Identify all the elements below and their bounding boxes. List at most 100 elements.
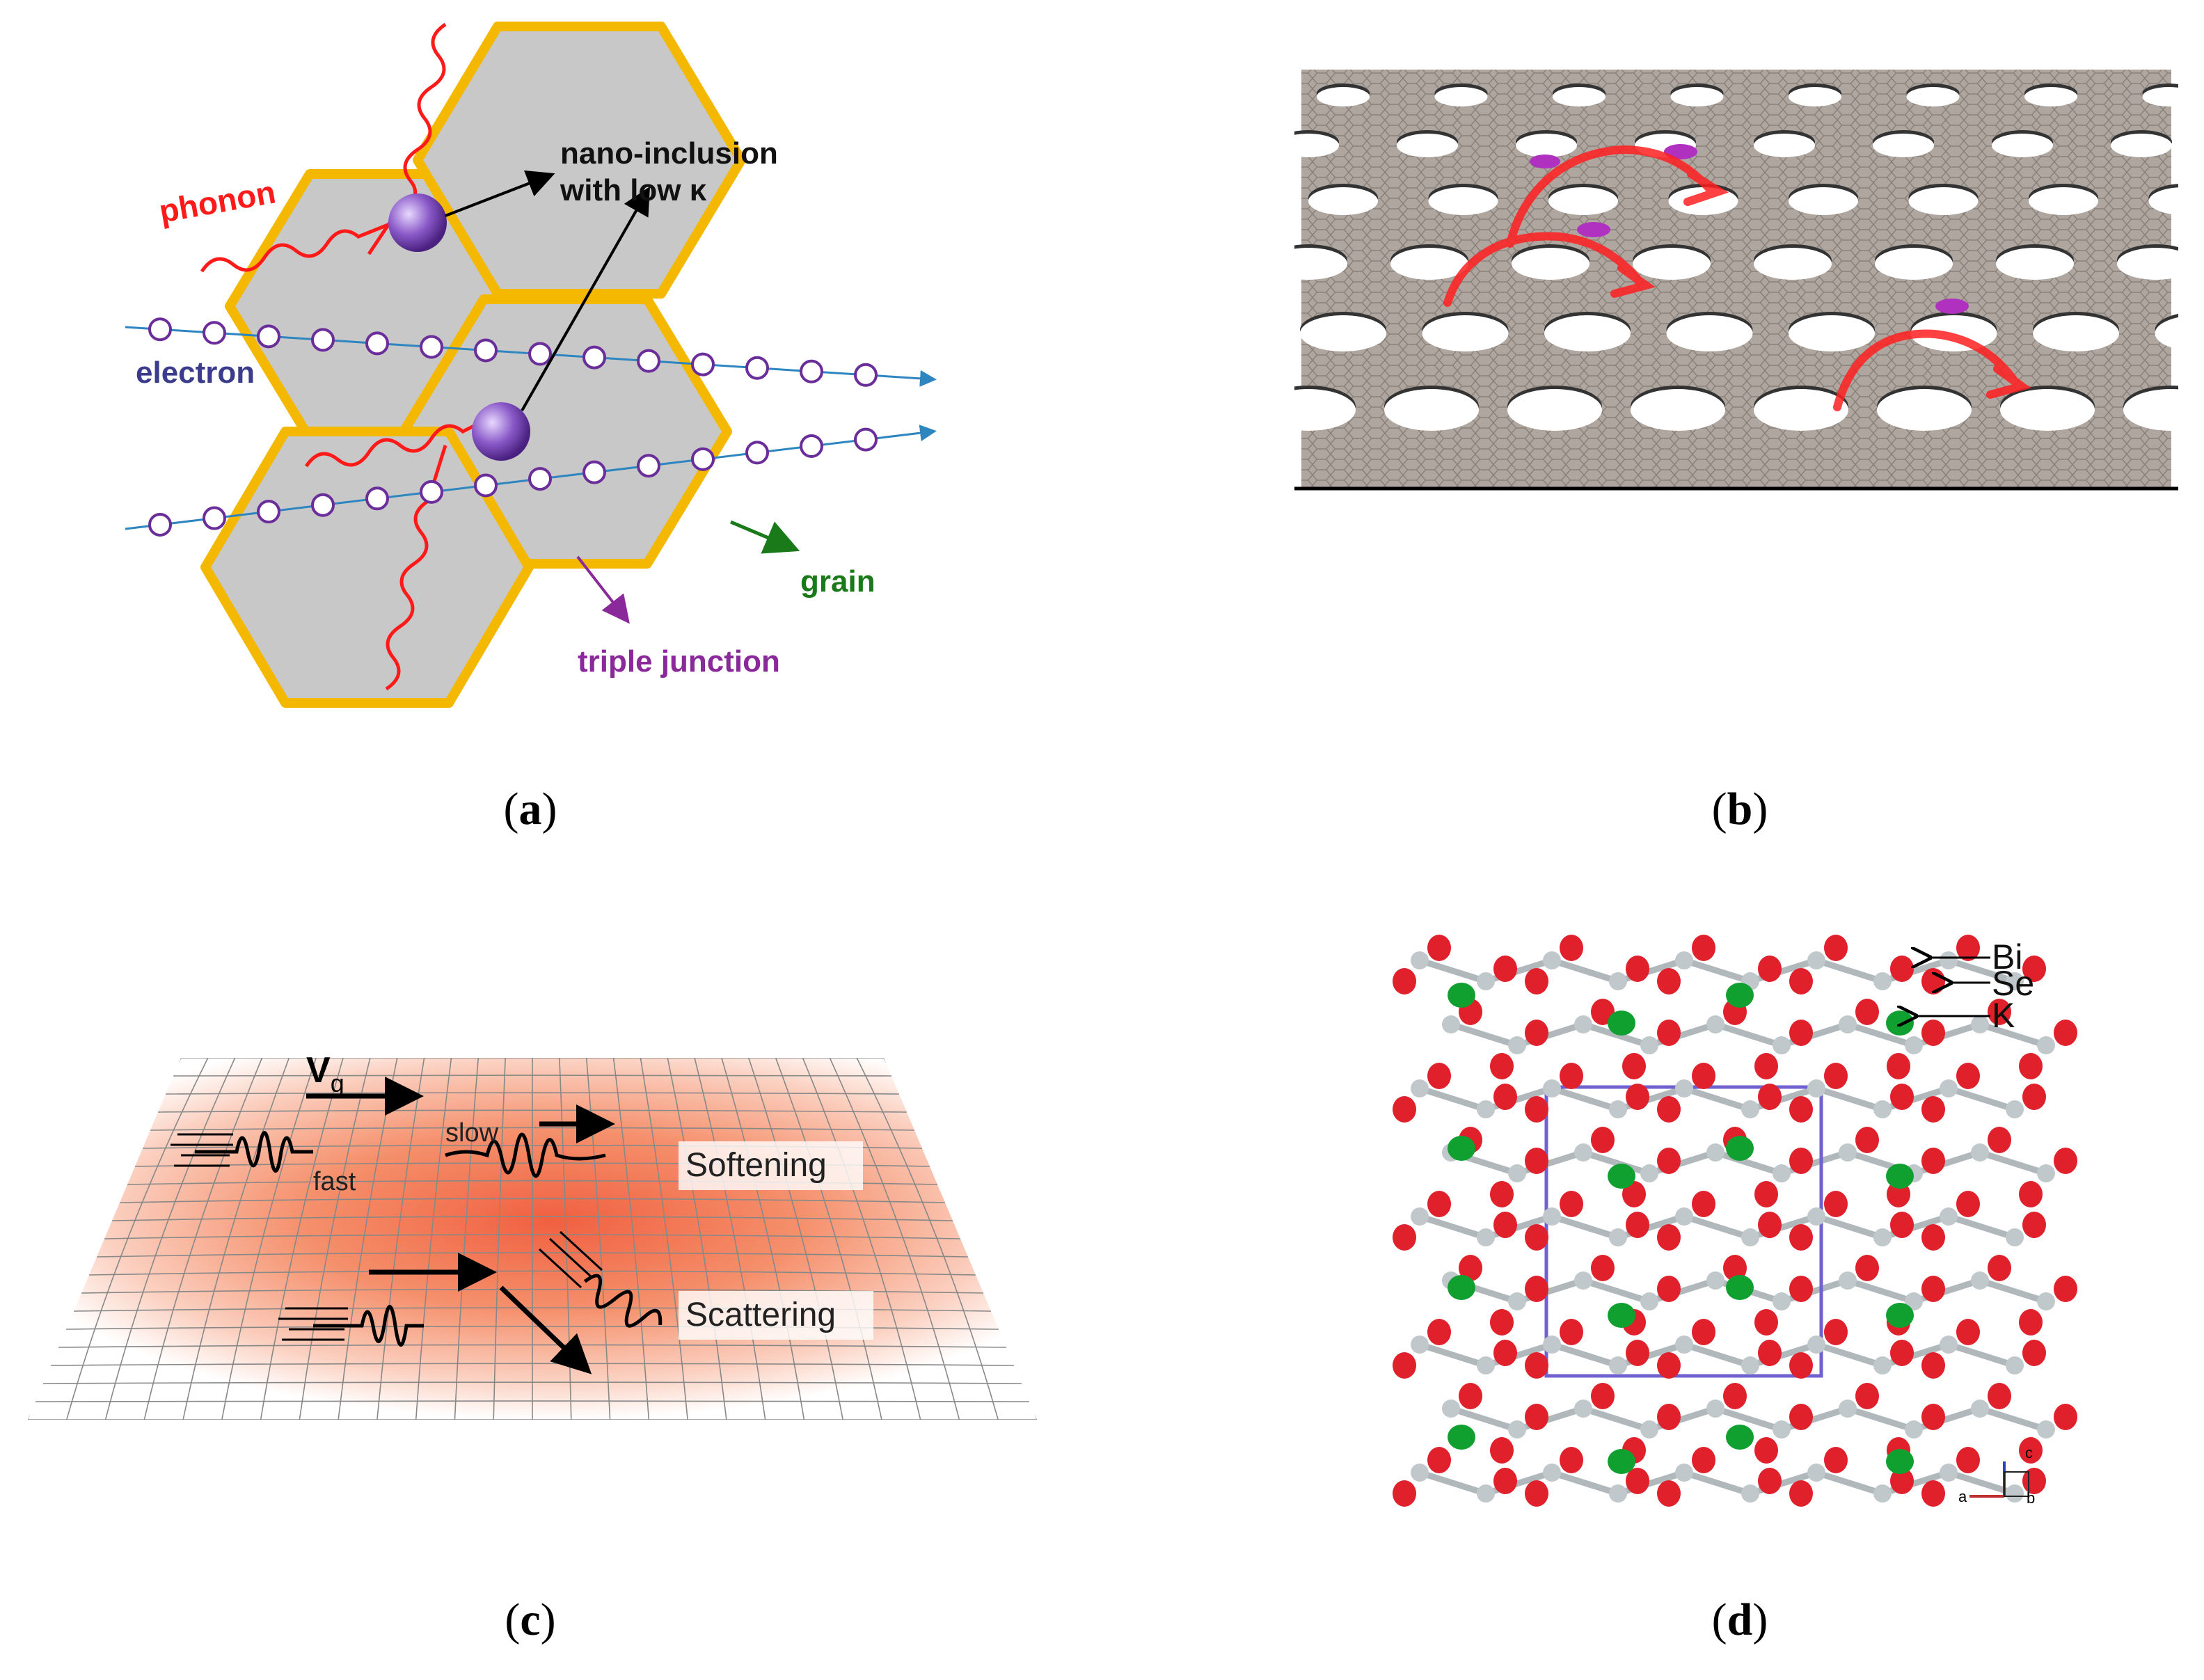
- pore: [1631, 389, 1725, 431]
- bi-atom: [1773, 1036, 1791, 1054]
- vg-label: Vg: [306, 1051, 344, 1097]
- k-atom: [1608, 1449, 1635, 1474]
- bi-se-bond: [1418, 1469, 1487, 1497]
- pore: [1668, 187, 1738, 215]
- se-atom: [1493, 1084, 1517, 1110]
- pore: [1397, 134, 1458, 157]
- pore: [1294, 248, 1347, 280]
- bi-atom: [1940, 1464, 1958, 1482]
- pore: [1877, 389, 1972, 431]
- pore: [2117, 248, 2178, 280]
- bi-atom: [1839, 1400, 1857, 1418]
- bi-se-bond: [1551, 1469, 1619, 1497]
- k-atom: [1448, 1136, 1475, 1161]
- se-atom: [1956, 1063, 1980, 1089]
- k-atom: [1886, 1449, 1914, 1474]
- grid-line-horizontal: [50, 1363, 1015, 1366]
- pore: [2033, 315, 2119, 351]
- scattered-wave: [583, 1274, 663, 1328]
- bi-se-bond: [1947, 957, 2016, 985]
- fast-speed-lines: [171, 1133, 233, 1167]
- se-atom: [1988, 1255, 2011, 1281]
- se-atom: [1754, 1309, 1778, 1336]
- pore: [1789, 87, 1841, 106]
- electron-dot: [582, 345, 606, 370]
- electron-dot: [582, 460, 606, 484]
- bi-atom: [1675, 1336, 1693, 1354]
- bi-se-bond: [1582, 1149, 1651, 1177]
- pore: [1294, 134, 1339, 157]
- se-atom: [1758, 956, 1782, 982]
- softening-box: [679, 1141, 863, 1190]
- se-atom: [1855, 1255, 1879, 1281]
- bi-atom: [2006, 1100, 2024, 1118]
- se-atom: [1657, 1224, 1681, 1251]
- bi-se-bond: [1683, 1213, 1752, 1241]
- edge-atom: [1577, 222, 1610, 237]
- se-atom: [1921, 1352, 1945, 1379]
- bi-se-bond: [1846, 1405, 1915, 1433]
- nano-inclusion-lower: [472, 402, 530, 461]
- bi-atom: [1675, 951, 1693, 969]
- bi-atom: [1905, 1420, 1923, 1439]
- pore: [1996, 248, 2074, 280]
- bi-atom: [1543, 1464, 1561, 1482]
- electron-dot: [311, 328, 335, 352]
- bi-atom: [1971, 1143, 1989, 1162]
- slow-label: slow: [445, 1118, 499, 1148]
- bi-atom: [1508, 1292, 1526, 1310]
- bi-se-bond: [1979, 1021, 2047, 1049]
- bi-atom: [2037, 1036, 2055, 1054]
- bi-se-bond: [1683, 1341, 1752, 1369]
- bi-se-bond: [1683, 957, 1752, 985]
- se-atom: [1890, 956, 1914, 982]
- se-atom: [1824, 1063, 1848, 1089]
- grid-line-vertical: [415, 1058, 452, 1420]
- bi-atom: [1543, 1207, 1561, 1226]
- se-atom: [1626, 1340, 1649, 1366]
- se-atom: [1591, 1255, 1615, 1281]
- se-atom: [1560, 1191, 1583, 1217]
- se-atom: [2054, 1276, 2077, 1302]
- se-atom: [1657, 1020, 1681, 1046]
- nanopores: [1294, 84, 2178, 431]
- se-atom: [1493, 1340, 1517, 1366]
- grid-line-vertical: [640, 1058, 688, 1420]
- se-atom: [1525, 1096, 1548, 1123]
- electron-dot: [528, 467, 552, 491]
- nano-inclusion-upper: [388, 193, 447, 252]
- se-atom: [2022, 1084, 2046, 1110]
- caption-c-letter: c: [520, 1594, 541, 1645]
- se-atom: [1525, 1404, 1548, 1430]
- se-atom: [1754, 1437, 1778, 1464]
- scattering-label: Scattering: [685, 1297, 836, 1333]
- pore: [1666, 315, 1753, 351]
- k-atom: [1608, 1303, 1635, 1328]
- pore: [1754, 134, 1815, 157]
- grid-line-vertical: [748, 1058, 843, 1420]
- se-atom: [1622, 1181, 1646, 1207]
- panel-a-diagram: phonon nano-inclusion with low κ electro…: [125, 22, 937, 708]
- bi-atom: [1411, 951, 1429, 969]
- bi-atom: [1442, 1400, 1460, 1418]
- pore: [2029, 187, 2098, 215]
- se-atom: [1789, 1020, 1813, 1046]
- phonon-paths: [1443, 145, 2031, 411]
- bi-atom: [1873, 1100, 1892, 1118]
- bi-atom: [1839, 1143, 1857, 1162]
- se-atom: [1490, 1053, 1514, 1079]
- pore: [1300, 315, 1386, 351]
- se-atom: [2022, 956, 2046, 982]
- se-atom: [1393, 968, 1416, 994]
- pore: [1906, 87, 1960, 106]
- electron-dot: [854, 427, 878, 452]
- pore: [1754, 389, 1848, 431]
- bi-se-bond: [1815, 1213, 1884, 1241]
- se-atom: [1890, 1468, 1914, 1494]
- scatter-in-speed-lines: [278, 1307, 348, 1341]
- se-atom: [1525, 1480, 1548, 1507]
- electron-dot: [800, 359, 823, 383]
- se-atom: [1921, 1404, 1945, 1430]
- se-atom: [2022, 1212, 2046, 1238]
- bi-atom: [1971, 1271, 1989, 1290]
